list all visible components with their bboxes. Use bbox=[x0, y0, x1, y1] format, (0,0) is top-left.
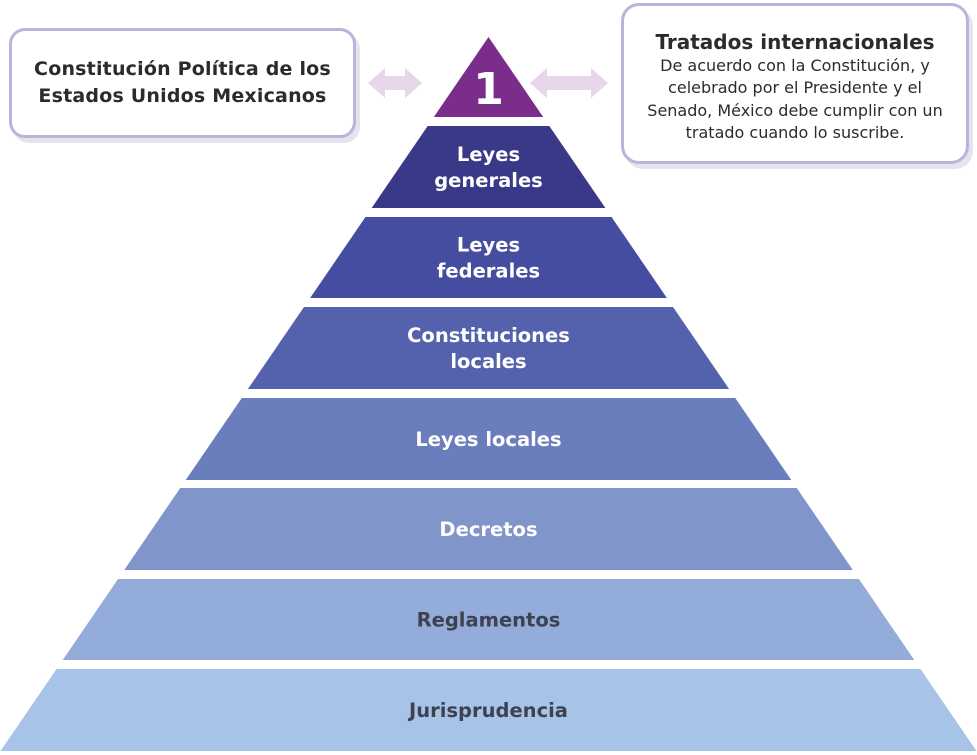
level-label: Jurisprudencia bbox=[407, 699, 568, 722]
level-band bbox=[62, 579, 915, 660]
level-band bbox=[0, 669, 977, 751]
level-band bbox=[310, 217, 667, 298]
level-label: Leyes locales bbox=[415, 428, 561, 451]
level-band bbox=[185, 398, 792, 480]
level-label: locales bbox=[450, 350, 526, 373]
constitution-box: Constitución Política de los Estados Uni… bbox=[9, 28, 356, 138]
left-arrow bbox=[368, 68, 422, 98]
pyramid-level: Leyes generales bbox=[371, 126, 606, 208]
constitution-title: Constitución Política de los Estados Uni… bbox=[34, 58, 331, 107]
pyramid-level: Constituciones locales bbox=[247, 307, 730, 389]
treaties-box: Tratados internacionales De acuerdo con … bbox=[621, 3, 969, 164]
apex-group: 1 bbox=[433, 37, 544, 117]
level-band bbox=[247, 307, 730, 389]
apex-number: 1 bbox=[473, 64, 504, 115]
level-band bbox=[124, 488, 853, 570]
arrows-group bbox=[368, 68, 608, 98]
level-label: federales bbox=[437, 260, 540, 283]
right-arrow bbox=[530, 68, 608, 98]
level-label: generales bbox=[434, 169, 543, 192]
pyramid-level: Decretos bbox=[124, 488, 853, 570]
level-label: Leyes bbox=[457, 143, 520, 166]
level-band bbox=[371, 126, 606, 208]
apex-triangle bbox=[433, 37, 544, 117]
level-label: Leyes bbox=[457, 234, 520, 257]
treaties-title: Tratados internacionales bbox=[655, 29, 935, 54]
level-label: Reglamentos bbox=[417, 609, 561, 632]
pyramid-level: Reglamentos bbox=[62, 579, 915, 660]
pyramid-level: Jurisprudencia bbox=[0, 669, 977, 751]
treaties-description: De acuerdo con la Constitución, y celebr… bbox=[647, 55, 943, 143]
pyramid-levels: LeyesgeneralesLeyesfederalesConstitucion… bbox=[0, 126, 977, 751]
level-label: Constituciones bbox=[407, 324, 570, 347]
pyramid-level: Leyes federales bbox=[310, 217, 667, 298]
pyramid-level: Leyes locales bbox=[185, 398, 792, 480]
level-label: Decretos bbox=[439, 518, 537, 541]
